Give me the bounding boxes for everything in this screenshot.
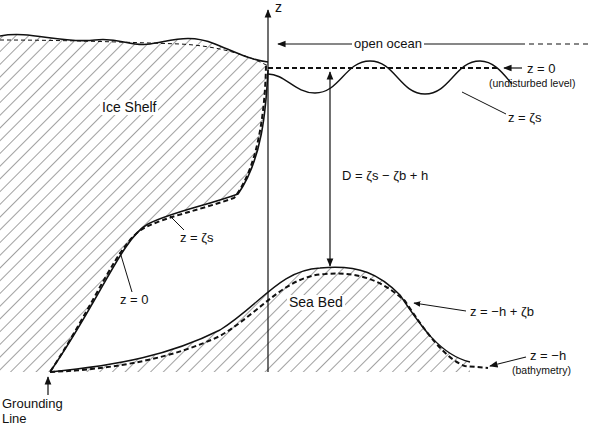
seabed-label: z = −h + ζb	[470, 304, 534, 319]
level-note: (bathymetry)	[512, 363, 571, 378]
axis-label: z	[275, 0, 282, 15]
depth-formula: D = ζs − ζb + h	[340, 168, 430, 183]
level-label: z = −h	[530, 348, 566, 363]
region-label: open ocean	[352, 36, 424, 51]
level-label: z = 0	[118, 292, 151, 307]
region-label: Ice Shelf	[100, 100, 158, 115]
surface-label: z = ζs	[508, 110, 542, 125]
level-note: (undisturbed level)	[489, 76, 575, 91]
grounding-label: Grounding Line	[2, 396, 74, 426]
level-label: z = 0	[527, 61, 556, 76]
surface-label: z = ζs	[178, 230, 216, 245]
region-label: Sea Bed	[287, 295, 345, 310]
